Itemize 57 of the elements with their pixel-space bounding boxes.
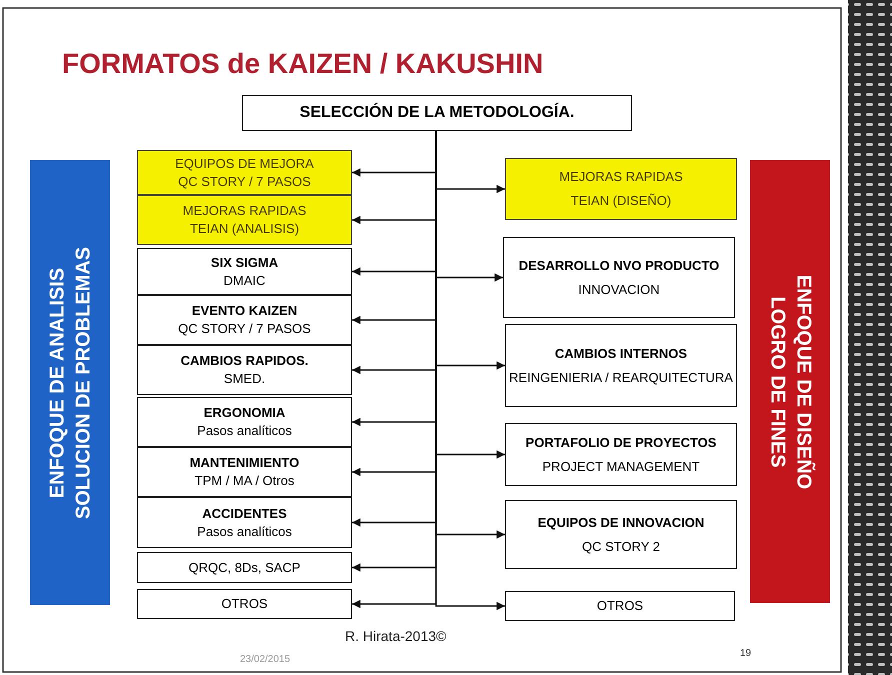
method-box <box>137 295 352 345</box>
vertical-banner <box>750 160 830 603</box>
box-heading: MEJORAS RAPIDAS <box>558 168 684 186</box>
box-subtitle: SMED. <box>222 370 266 388</box>
box-subtitle: PROJECT MANAGEMENT <box>541 458 701 476</box>
method-box <box>137 552 352 583</box>
method-box <box>505 423 737 486</box>
method-box <box>137 345 352 395</box>
box-heading: EQUIPOS DE INNOVACION <box>536 514 706 532</box>
box-heading: SIX SIGMA <box>210 254 280 272</box>
header-box <box>242 95 632 131</box>
box-subtitle: QC STORY / 7 PASOS <box>177 320 312 338</box>
box-heading: CAMBIOS RAPIDOS. <box>180 352 310 370</box>
box-heading: EVENTO KAIZEN <box>190 302 298 320</box>
box-heading: EQUIPOS DE MEJORA <box>174 154 315 172</box>
method-box <box>137 397 352 447</box>
banner-text: ENFOQUE DE ANALISIS <box>45 266 69 500</box>
box-label: SELECCIÓN DE LA METODOLOGÍA. <box>298 104 576 122</box>
box-subtitle: Pasos analíticos <box>196 522 293 540</box>
page-number: 19 <box>740 648 752 659</box>
method-box <box>137 248 352 295</box>
box-heading: ACCIDENTES <box>201 504 288 522</box>
vertical-banner <box>30 160 110 605</box>
banner-text: ENFOQUE DE DISEÑO <box>791 273 816 491</box>
box-heading: MANTENIMIENTO <box>188 454 300 472</box>
author-credit: R. Hirata-2013© <box>345 628 446 644</box>
box-subtitle: QC STORY / 7 PASOS <box>177 172 312 190</box>
method-box <box>505 591 735 621</box>
box-subtitle: QC STORY 2 <box>580 538 662 556</box>
box-subtitle: TEIAN (ANALISIS) <box>188 220 300 238</box>
method-box <box>137 150 352 195</box>
box-heading: MEJORAS RAPIDAS <box>182 202 308 220</box>
box-label: QRQC, 8Ds, SACP <box>188 558 302 576</box>
box-heading: DESARROLLO NVO PRODUCTO <box>518 256 720 274</box>
box-heading: PORTAFOLIO DE PROYECTOS <box>524 434 718 452</box>
method-box <box>505 158 737 220</box>
method-box <box>137 195 352 245</box>
box-label: OTROS <box>596 597 644 615</box>
box-subtitle: REINGENIERIA / REARQUITECTURA <box>508 368 734 386</box>
box-subtitle: Pasos analíticos <box>196 422 293 440</box>
box-subtitle: INNOVACION <box>577 280 661 298</box>
banner-text: LOGRO DE FINES <box>765 294 789 470</box>
method-box <box>505 500 737 569</box>
slide-title: FORMATOS de KAIZEN / KAKUSHIN <box>62 48 544 80</box>
method-box <box>137 589 352 619</box>
box-heading: ERGONOMIA <box>202 404 286 422</box>
method-box <box>137 447 352 497</box>
box-subtitle: TPM / MA / Otros <box>194 472 296 490</box>
method-box <box>505 324 737 407</box>
box-heading: CAMBIOS INTERNOS <box>554 344 688 362</box>
box-subtitle: DMAIC <box>222 272 266 290</box>
method-box <box>137 497 352 548</box>
box-label: OTROS <box>220 595 269 613</box>
method-box <box>503 237 735 318</box>
banner-text: SOLUCION DE PROBLEMAS <box>71 245 95 521</box>
box-subtitle: TEIAN (DISEÑO) <box>570 192 672 210</box>
slide-date: 23/02/2015 <box>240 654 290 665</box>
